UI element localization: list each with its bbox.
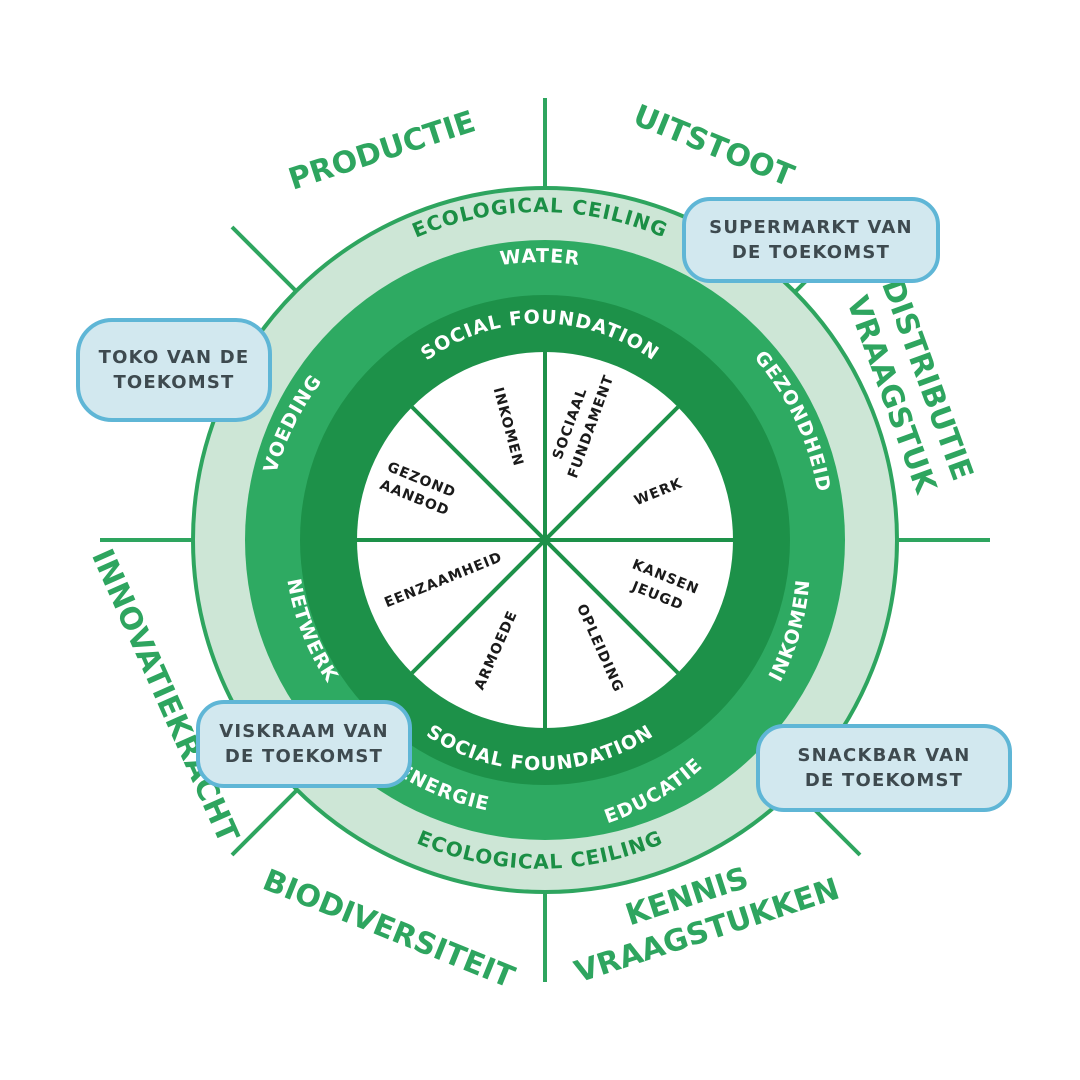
callout-toko: TOKO VAN DE TOEKOMST	[76, 318, 272, 422]
callout-viskraam: VISKRAAM VAN DE TOEKOMST	[196, 700, 412, 788]
label-uitstoot: UITSTOOT	[628, 98, 799, 194]
segment-dividers	[357, 352, 733, 728]
callout-supermarkt: SUPERMARKT VAN DE TOEKOMST	[682, 197, 940, 283]
label-productie: PRODUCTIE	[284, 104, 479, 197]
ring-label-water: WATER	[499, 245, 582, 270]
callout-snackbar: SNACKBAR VAN DE TOEKOMST	[756, 724, 1012, 812]
